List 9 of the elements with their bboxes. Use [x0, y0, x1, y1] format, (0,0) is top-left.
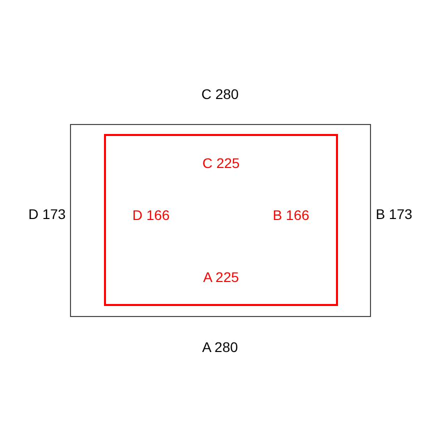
side-label: D 173	[28, 206, 66, 222]
inner-rectangle	[104, 134, 338, 306]
side-label: A 225	[203, 269, 239, 285]
side-label: B 173	[376, 206, 412, 222]
side-label: D 166	[132, 207, 170, 223]
side-label: B 166	[272, 207, 310, 223]
side-label: C 225	[202, 155, 240, 171]
side-label: C 280	[201, 86, 239, 102]
side-label: A 280	[202, 339, 238, 355]
